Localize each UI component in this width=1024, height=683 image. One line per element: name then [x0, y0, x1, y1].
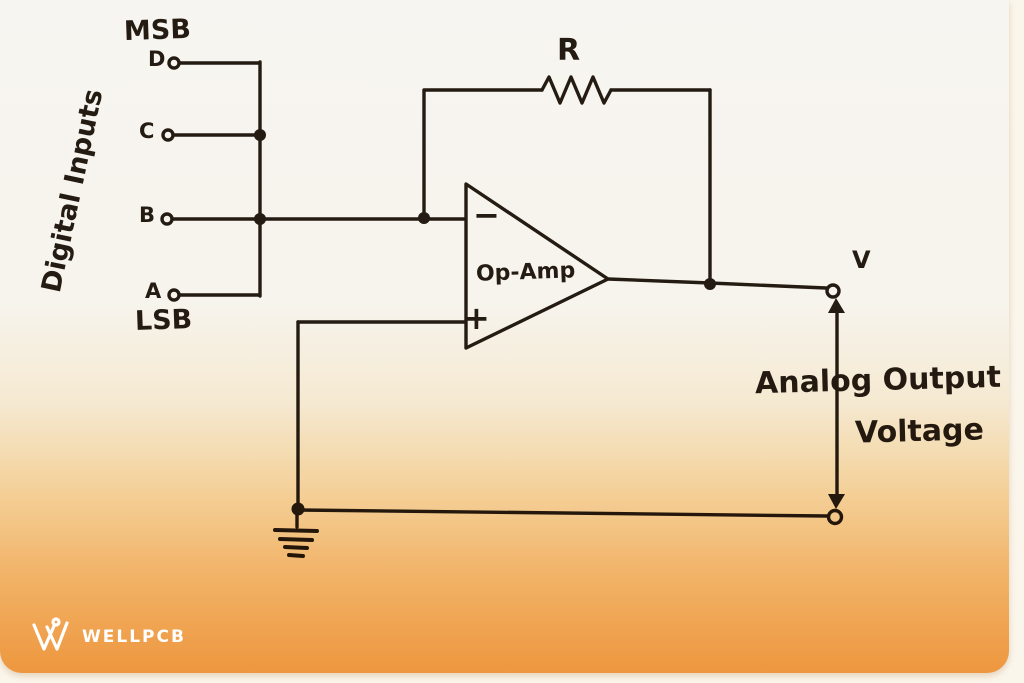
- label-output-caption-2: Voltage: [854, 412, 985, 451]
- diagram-card: MSB D C B A LSB Digital Inputs R Op-Amp …: [0, 0, 1009, 673]
- circuit-drawing: [160, 56, 845, 558]
- label-input-d: D: [148, 47, 166, 71]
- label-noninverting-input: +: [463, 299, 490, 337]
- wellpcb-logo-text: WELLPCB: [82, 627, 186, 647]
- terminal-d-icon: [167, 56, 181, 70]
- label-msb: MSB: [123, 13, 192, 48]
- arrow-up-icon: [828, 298, 845, 313]
- wellpcb-logo-icon: [32, 617, 69, 651]
- terminal-output-bottom-icon: [826, 508, 844, 526]
- resistor-symbol: [540, 75, 613, 105]
- wire-bottom-return: [296, 508, 829, 518]
- label-resistor: R: [557, 33, 581, 68]
- label-inverting-input: −: [473, 196, 500, 234]
- terminal-c-icon: [161, 128, 175, 142]
- junction-dot: [704, 278, 716, 290]
- junction-dot: [418, 212, 430, 224]
- ground-icon: [273, 528, 319, 558]
- label-input-a: A: [145, 279, 162, 303]
- terminal-a-icon: [167, 288, 181, 302]
- label-output-node: V: [852, 246, 871, 274]
- arrow-down-icon: [828, 494, 845, 509]
- label-input-c: C: [139, 119, 155, 143]
- junction-dot: [291, 502, 305, 516]
- terminal-b-icon: [160, 212, 174, 226]
- junction-dot: [254, 213, 266, 225]
- label-lsb: LSB: [134, 304, 193, 337]
- wire-output: [606, 277, 828, 290]
- junction-dot: [254, 129, 266, 141]
- wellpcb-logo: WELLPCB: [30, 616, 186, 652]
- label-input-b: B: [139, 203, 156, 227]
- label-output-caption-1: Analog Output: [754, 359, 1002, 402]
- terminal-output-top-icon: [825, 283, 841, 299]
- label-opamp: Op-Amp: [475, 258, 576, 287]
